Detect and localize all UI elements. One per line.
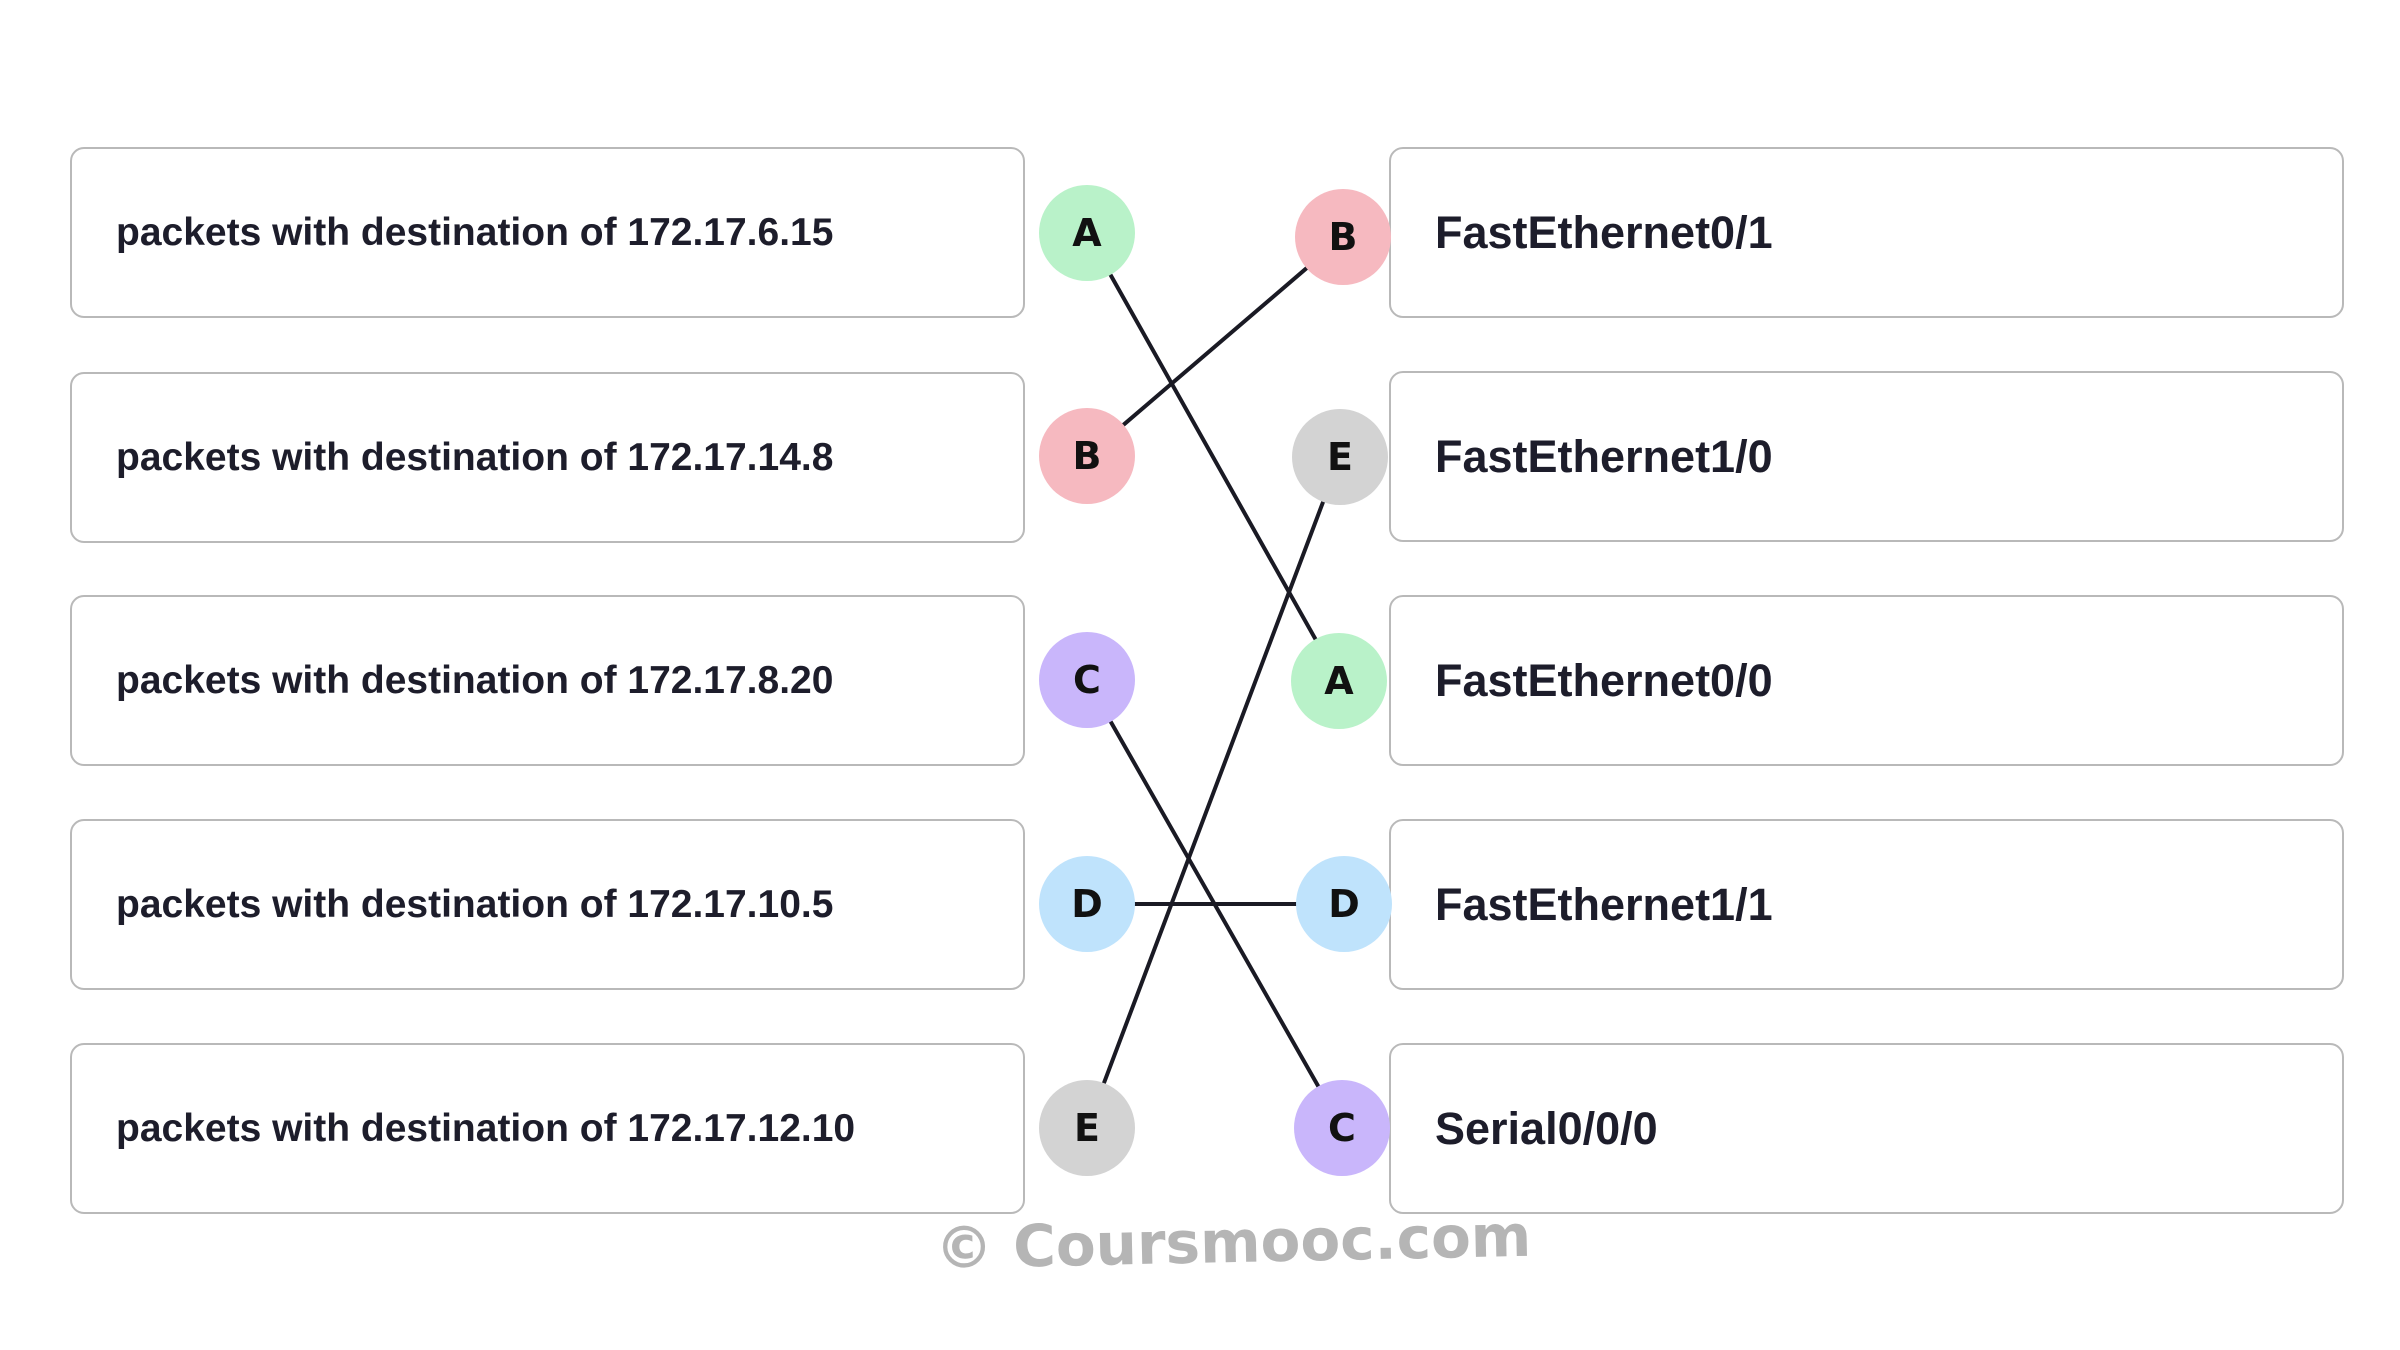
link-c bbox=[1108, 719, 1321, 1089]
right-badge-a[interactable]: A bbox=[1291, 633, 1387, 729]
left-item-label: packets with destination of 172.17.8.20 bbox=[116, 658, 834, 702]
left-item-3[interactable]: packets with destination of 172.17.10.5 bbox=[70, 819, 1025, 990]
right-item-4[interactable]: Serial0/0/0 bbox=[1389, 1043, 2344, 1214]
left-badge-c[interactable]: C bbox=[1039, 632, 1135, 728]
link-e bbox=[1101, 499, 1326, 1086]
right-item-label: FastEthernet1/1 bbox=[1435, 878, 1773, 930]
left-badge-b[interactable]: B bbox=[1039, 408, 1135, 504]
link-b bbox=[1121, 266, 1309, 427]
left-badge-a[interactable]: A bbox=[1039, 185, 1135, 281]
link-a bbox=[1108, 272, 1318, 642]
left-badge-e[interactable]: E bbox=[1039, 1080, 1135, 1176]
left-item-label: packets with destination of 172.17.10.5 bbox=[116, 882, 834, 926]
right-item-1[interactable]: FastEthernet1/0 bbox=[1389, 371, 2344, 542]
right-item-2[interactable]: FastEthernet0/0 bbox=[1389, 595, 2344, 766]
left-item-1[interactable]: packets with destination of 172.17.14.8 bbox=[70, 372, 1025, 543]
right-item-label: Serial0/0/0 bbox=[1435, 1102, 1658, 1154]
right-badge-e[interactable]: E bbox=[1292, 409, 1388, 505]
left-item-label: packets with destination of 172.17.14.8 bbox=[116, 435, 834, 479]
right-item-label: FastEthernet0/1 bbox=[1435, 206, 1773, 258]
left-item-4[interactable]: packets with destination of 172.17.12.10 bbox=[70, 1043, 1025, 1214]
left-item-label: packets with destination of 172.17.6.15 bbox=[116, 210, 834, 254]
right-badge-c[interactable]: C bbox=[1294, 1080, 1390, 1176]
right-item-label: FastEthernet0/0 bbox=[1435, 654, 1773, 706]
right-badge-b[interactable]: B bbox=[1295, 189, 1391, 285]
right-item-3[interactable]: FastEthernet1/1 bbox=[1389, 819, 2344, 990]
right-item-label: FastEthernet1/0 bbox=[1435, 430, 1773, 482]
left-item-label: packets with destination of 172.17.12.10 bbox=[116, 1106, 856, 1150]
right-item-0[interactable]: FastEthernet0/1 bbox=[1389, 147, 2344, 318]
left-badge-d[interactable]: D bbox=[1039, 856, 1135, 952]
watermark: © Coursmooc.com bbox=[934, 1201, 1532, 1283]
left-item-2[interactable]: packets with destination of 172.17.8.20 bbox=[70, 595, 1025, 766]
right-badge-d[interactable]: D bbox=[1296, 856, 1392, 952]
left-item-0[interactable]: packets with destination of 172.17.6.15 bbox=[70, 147, 1025, 318]
